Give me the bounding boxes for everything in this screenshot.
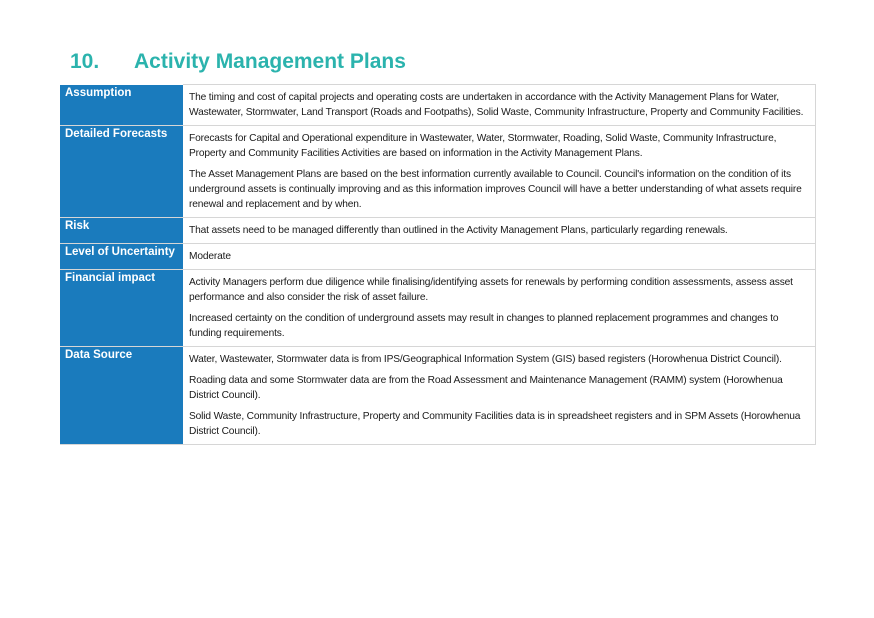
- table-row: Level of Uncertainty Moderate: [60, 243, 816, 270]
- row-label: Data Source: [60, 346, 183, 445]
- section-number: 10.: [70, 50, 100, 73]
- row-content: Water, Wastewater, Stormwater data is fr…: [183, 346, 816, 445]
- row-label: Detailed Forecasts: [60, 125, 183, 218]
- paragraph: The Asset Management Plans are based on …: [189, 169, 802, 210]
- table-row: Data Source Water, Wastewater, Stormwate…: [60, 346, 816, 445]
- paragraph: The timing and cost of capital projects …: [189, 92, 804, 118]
- paragraph: Solid Waste, Community Infrastructure, P…: [189, 411, 801, 437]
- paragraph: That assets need to be managed different…: [189, 225, 728, 236]
- table-row: Assumption The timing and cost of capita…: [60, 84, 816, 126]
- paragraph: Forecasts for Capital and Operational ex…: [189, 133, 777, 159]
- paragraph: Moderate: [189, 251, 231, 262]
- section-title: Activity Management Plans: [134, 50, 406, 73]
- row-label: Assumption: [60, 84, 183, 126]
- row-label: Financial impact: [60, 269, 183, 347]
- paragraph: Water, Wastewater, Stormwater data is fr…: [189, 354, 782, 365]
- row-content: That assets need to be managed different…: [183, 217, 816, 244]
- row-content: Moderate: [183, 243, 816, 270]
- row-label: Risk: [60, 217, 183, 244]
- table-row: Detailed Forecasts Forecasts for Capital…: [60, 125, 816, 218]
- section-heading: 10. Activity Management Plans: [70, 50, 406, 74]
- paragraph: Activity Managers perform due diligence …: [189, 277, 793, 303]
- row-content: Forecasts for Capital and Operational ex…: [183, 125, 816, 218]
- paragraph: Roading data and some Stormwater data ar…: [189, 375, 783, 401]
- row-content: Activity Managers perform due diligence …: [183, 269, 816, 347]
- table-row: Financial impact Activity Managers perfo…: [60, 269, 816, 347]
- table-row: Risk That assets need to be managed diff…: [60, 217, 816, 244]
- row-content: The timing and cost of capital projects …: [183, 84, 816, 126]
- row-label: Level of Uncertainty: [60, 243, 183, 270]
- paragraph: Increased certainty on the condition of …: [189, 313, 779, 339]
- assumptions-table: Assumption The timing and cost of capita…: [60, 84, 816, 445]
